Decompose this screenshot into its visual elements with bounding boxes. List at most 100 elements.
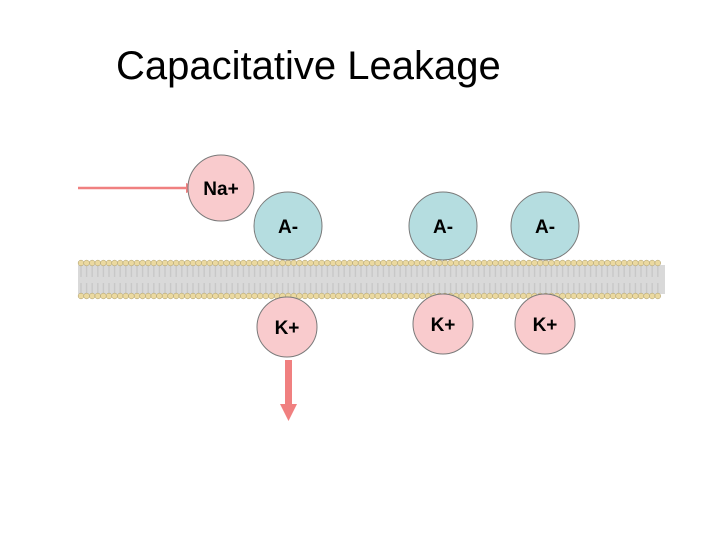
lipid-head [369,259,376,267]
lipid-head [133,292,141,300]
lipid-head [565,259,572,267]
lipid-head [497,292,505,300]
lipid-head [318,259,325,267]
lipid-head [615,292,622,300]
lipid-head [279,259,286,267]
lipid-head [486,259,493,267]
lipid-head [374,292,381,300]
lipid-head [604,259,611,267]
lipid-head [128,259,135,267]
lipid-head [100,292,107,300]
lipid-head [206,259,213,267]
lipid-head [117,259,124,267]
lipid-head [654,259,661,267]
lipid-head [150,259,157,267]
lipid-head [408,292,415,300]
lipid-head [509,292,516,300]
sodium-ion-label: Na+ [203,179,238,200]
sodium-ion: Na+ [187,154,255,222]
anion-1: A- [253,191,323,261]
lipid-head [89,259,96,267]
lipid-head [167,259,174,267]
lipid-head [324,259,331,267]
lipid-head [520,292,527,300]
potassium-ion-3: K+ [514,293,576,355]
lipid-head [83,259,90,267]
cell-membrane [77,259,665,300]
lipid-head [346,292,353,300]
lipid-head [402,292,409,300]
lipid-head [341,292,348,300]
lipid-head [441,259,449,267]
lipid-head [419,259,426,267]
lipid-head [77,292,85,300]
lipid-head [195,259,202,267]
lipid-head [576,292,583,300]
lipid-head [380,259,387,267]
lipid-head [313,292,320,300]
lipid-head [621,292,628,300]
lipid-head [133,259,141,267]
lipid-head [329,259,337,267]
lipid-head [245,259,253,267]
lipid-head [150,292,157,300]
lipid-head [632,292,639,300]
lipid-head [514,259,521,267]
lipid-head [475,259,482,267]
lipid-head [251,292,258,300]
lipid-head [167,292,174,300]
anion-3-label: A- [535,217,555,238]
membrane-tail-lines-top [80,266,659,277]
lipid-head [301,292,309,300]
lipid-head [481,259,488,267]
lipid-head [296,292,303,300]
lipid-head [184,259,191,267]
lipid-head [486,292,493,300]
lipid-head [363,292,370,300]
lipid-head [262,259,269,267]
lipid-head [122,292,129,300]
lipid-head [391,259,398,267]
lipid-head [178,292,185,300]
lipid-head [587,259,594,267]
lipid-head [598,292,605,300]
lipid-head [626,292,633,300]
lipid-head [637,292,645,300]
potassium-ion-1: K+ [256,296,318,358]
lipid-head [223,292,230,300]
lipid-head [385,292,393,300]
lipid-head [621,259,628,267]
lipid-head [173,259,180,267]
lipid-head [464,259,471,267]
lipid-head [313,259,320,267]
lipid-head [369,292,376,300]
lipid-head [173,292,180,300]
lipid-head [117,292,124,300]
lipid-head [537,259,544,267]
lipid-head [94,292,101,300]
lipid-head [570,259,577,267]
lipid-head [324,292,331,300]
lipid-head [542,259,549,267]
lipid-head [609,259,617,267]
lipid-head [161,259,169,267]
lipid-head [156,259,163,267]
lipid-head [89,292,96,300]
lipid-head [184,292,191,300]
lipid-head [363,259,370,267]
lipid-head [509,259,516,267]
lipid-head [178,259,185,267]
lipid-head [357,259,365,267]
lipid-head [234,259,241,267]
lipid-head [94,259,101,267]
lipid-head [402,259,409,267]
lipid-head [307,292,314,300]
potassium-ion-2: K+ [412,293,474,355]
anion-2: A- [408,191,478,261]
lipid-head [145,259,152,267]
lipid-head [643,292,650,300]
lipid-head [122,259,129,267]
lipid-head [111,259,118,267]
lipid-head [212,292,219,300]
